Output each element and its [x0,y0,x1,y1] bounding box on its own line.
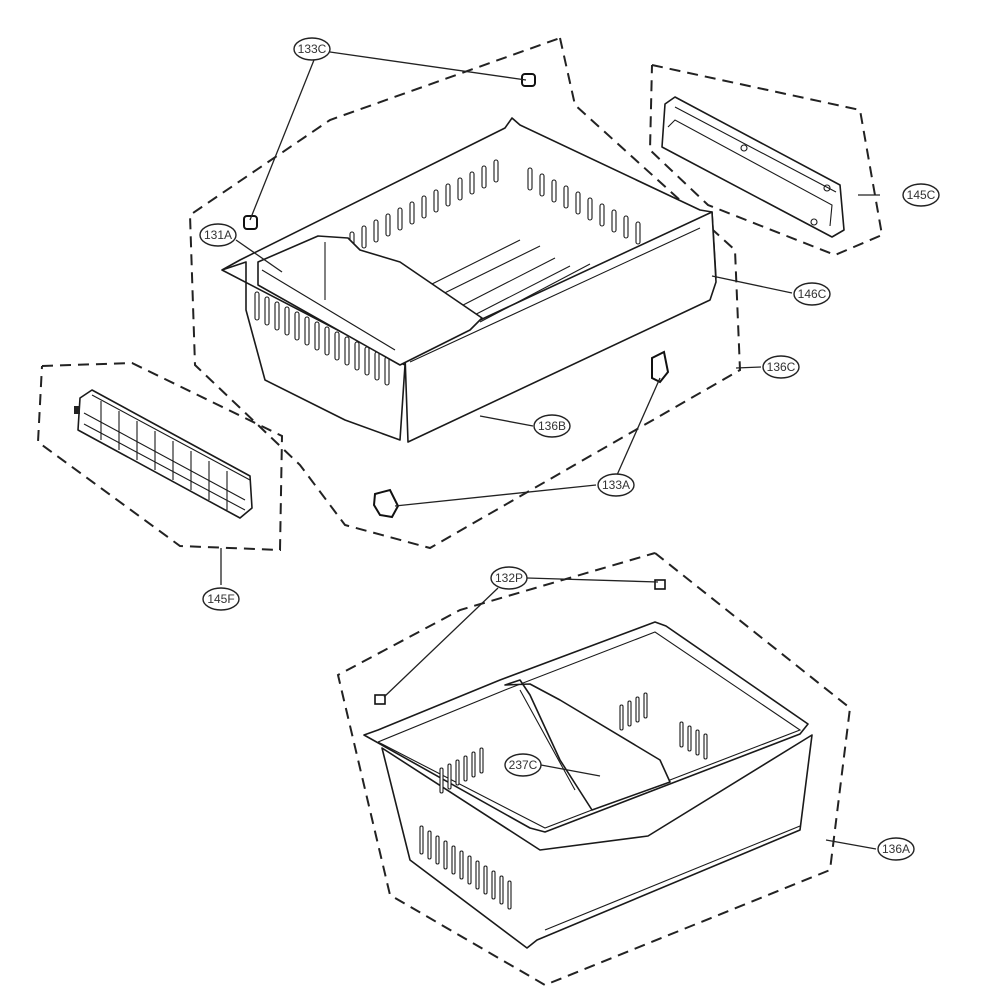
svg-text:132P: 132P [495,571,523,585]
callout-145C: 145C [902,183,940,207]
callout-132P: 132P [490,566,528,590]
svg-text:145C: 145C [907,188,936,202]
group-outline-145F [36,361,284,552]
part-136A-lower-basket [363,621,813,949]
part-132P-clip-left [374,694,386,705]
part-132P-clip-right [654,579,666,590]
svg-text:136A: 136A [882,842,910,856]
callout-136A: 136A [877,837,915,861]
svg-text:136C: 136C [767,360,796,374]
callout-237C: 237C [504,753,542,777]
svg-text:145F: 145F [207,592,234,606]
callout-136C: 136C [762,355,800,379]
part-133C-stopper-left [243,215,258,230]
svg-text:136B: 136B [538,419,566,433]
part-146C-upper-drawer [221,117,717,443]
group-outline-136C [188,37,742,550]
part-145C-rail-cover [661,96,845,238]
part-133A-stopper-left [372,488,400,519]
svg-text:146C: 146C [798,287,827,301]
part-131A-divider-bin [257,235,483,366]
part-136B-front-panel [404,211,717,443]
callout-146C: 146C [793,282,831,306]
callout-131A: 131A [199,223,237,247]
part-145F-grille [74,389,253,519]
callout-136B: 136B [533,414,571,438]
svg-text:131A: 131A [204,228,232,242]
callout-145F: 145F [202,587,240,611]
leader-lines [220,51,880,850]
group-outline-136A [336,552,852,987]
svg-text:237C: 237C [509,758,538,772]
part-133A-stopper-right [651,350,670,384]
callout-133A: 133A [597,473,635,497]
svg-text:133A: 133A [602,478,630,492]
callout-133C: 133C [293,37,331,61]
part-237C-divider [504,679,671,811]
svg-text:133C: 133C [298,42,327,56]
